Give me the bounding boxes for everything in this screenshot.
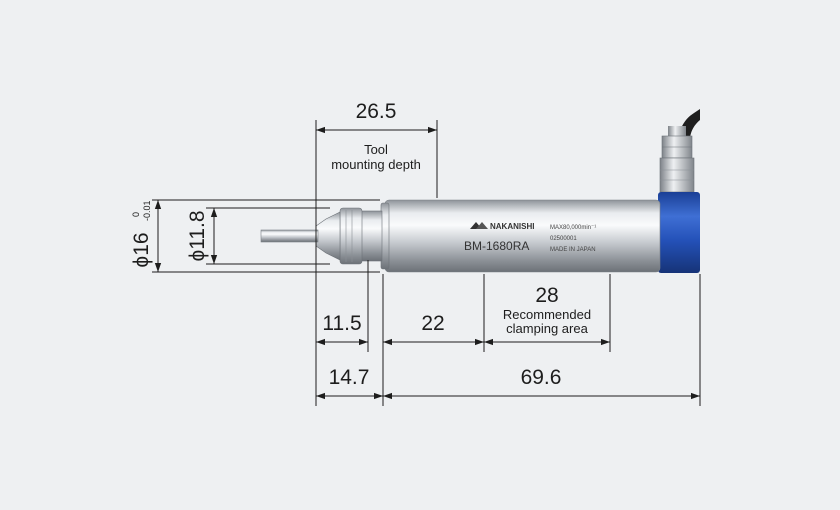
clamp-label-1: Recommended [503,307,591,322]
dia-11-8-value: ϕ11.8 [186,210,209,261]
max-speed: MAX80,000min⁻¹ [550,225,596,231]
dim-26-5-value: 26.5 [356,100,397,123]
nakanishi-logo-icon [470,222,488,229]
clamp-label-2: clamping area [506,321,588,336]
dimension-lines [152,120,701,406]
tol-lower: -0.01 [142,200,152,221]
model-name: BM-1680RA [464,239,529,253]
collet-nut [339,207,363,265]
origin-label: MADE IN JAPAN [550,247,596,253]
cable-fitting-top [668,126,686,136]
spindle-illustration [260,109,700,273]
collet-tip [315,211,341,261]
tool-shank [260,229,319,243]
dim-69-6-value: 69.6 [521,366,562,389]
dim-22-value: 22 [421,312,444,335]
tool-depth-label-1: Tool [364,142,388,157]
dia-16-value: ϕ16 [130,232,153,267]
dim-28-value: 28 [535,284,558,307]
serial-number: 02500001 [550,236,577,242]
collet-nut-rear [359,210,383,262]
dim-11-5-value: 11.5 [322,312,361,335]
product-marking: NAKANISHI BM-1680RA MAX80,000min⁻¹ 02500… [464,222,596,253]
brand-name: NAKANISHI [490,222,534,231]
dim-14-7-value: 14.7 [329,366,370,389]
blue-rear-housing [658,192,700,273]
cable-fitting-bottom [659,157,695,193]
tol-upper: 0 [131,212,141,217]
tool-depth-label-2: mounting depth [331,157,421,172]
main-body [384,199,661,273]
